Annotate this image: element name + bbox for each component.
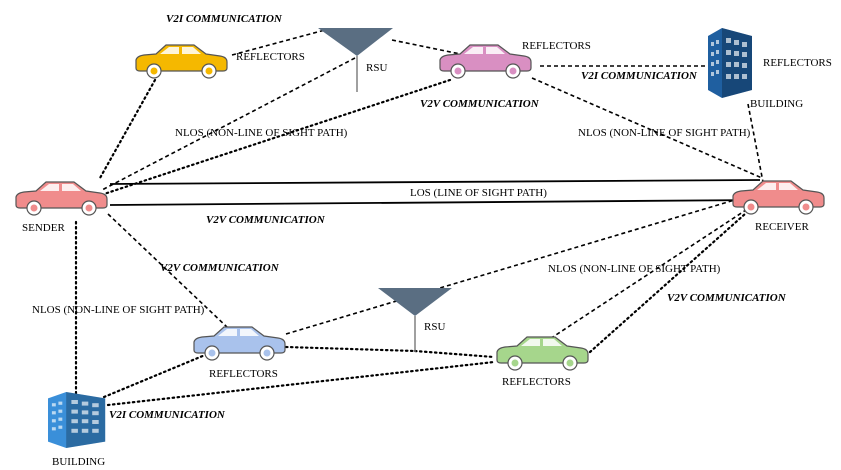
v2i-yellow-rsu-link	[231, 29, 326, 56]
label-nlos-left-top: NLOS (NON-LINE OF SIGHT PATH)	[175, 127, 348, 139]
los-line-lower	[109, 199, 761, 206]
label-rsu-top: RSU	[366, 62, 387, 74]
los-line-upper	[109, 179, 761, 185]
yellow-car-icon	[135, 44, 228, 79]
connection-lines	[74, 29, 764, 407]
label-v2v-middle: V2V COMMUNICATION	[206, 214, 326, 226]
label-nlos-left-bottom: NLOS (NON-LINE OF SIGHT PATH)	[32, 304, 205, 316]
v2i-rsu-pink-link	[391, 39, 471, 57]
rsu-antenna-icon	[318, 28, 393, 56]
nlos-green-receiver-link	[532, 205, 753, 351]
label-v2i-right: V2I COMMUNICATION	[581, 70, 698, 82]
nlos-rsu-sender-link	[101, 57, 356, 191]
label-building-top: BUILDING	[750, 98, 803, 110]
building-icon-top	[708, 28, 752, 98]
label-reflectors-green: REFLECTORS	[502, 376, 571, 388]
nlos-building-receiver-link	[747, 103, 764, 183]
v2i-rsu-green-link	[413, 349, 496, 359]
sender-yellow-link	[98, 78, 157, 180]
building-icon-bottom	[48, 392, 106, 448]
rsu-top	[318, 28, 393, 92]
label-nlos-right-top: NLOS (NON-LINE OF SIGHT PATH)	[578, 127, 751, 139]
sender-car-icon	[15, 181, 108, 216]
label-v2i-bottom: V2I COMMUNICATION	[109, 409, 226, 421]
label-reflectors-yellow: REFLECTORS	[236, 51, 305, 63]
rsu-antenna-icon	[378, 288, 452, 316]
label-v2v-right: V2V COMMUNICATION	[667, 292, 787, 304]
receiver-car-icon	[732, 180, 825, 215]
v2v-pink-sender-link	[102, 78, 452, 196]
label-v2v-pink: V2V COMMUNICATION	[420, 98, 540, 110]
pink-car-icon	[439, 44, 532, 79]
label-sender: SENDER	[22, 222, 65, 234]
rsu-bottom	[378, 288, 452, 352]
blue-car-icon	[193, 326, 286, 361]
label-building-bottom: BUILDING	[52, 456, 105, 468]
green-car-icon	[496, 336, 589, 371]
label-receiver: RECEIVER	[755, 221, 809, 233]
v2i-building-blue-link	[102, 353, 207, 399]
v2i-blue-rsu-link	[284, 345, 417, 353]
label-reflectors-blue: REFLECTORS	[209, 368, 278, 380]
label-v2v-left: V2V COMMUNICATION	[160, 262, 280, 274]
label-los: LOS (LINE OF SIGHT PATH)	[410, 187, 547, 199]
v2i-building-green-link	[106, 360, 496, 407]
label-reflectors-pink: REFLECTORS	[522, 40, 591, 52]
label-rsu-bottom: RSU	[424, 321, 445, 333]
label-nlos-right-bottom: NLOS (NON-LINE OF SIGHT PATH)	[548, 263, 721, 275]
label-v2i-top: V2I COMMUNICATION	[166, 13, 283, 25]
v2v-green-receiver-link	[588, 212, 747, 354]
label-reflectors-building-top: REFLECTORS	[763, 57, 832, 69]
nlos-blue-receiver-link	[285, 195, 749, 335]
